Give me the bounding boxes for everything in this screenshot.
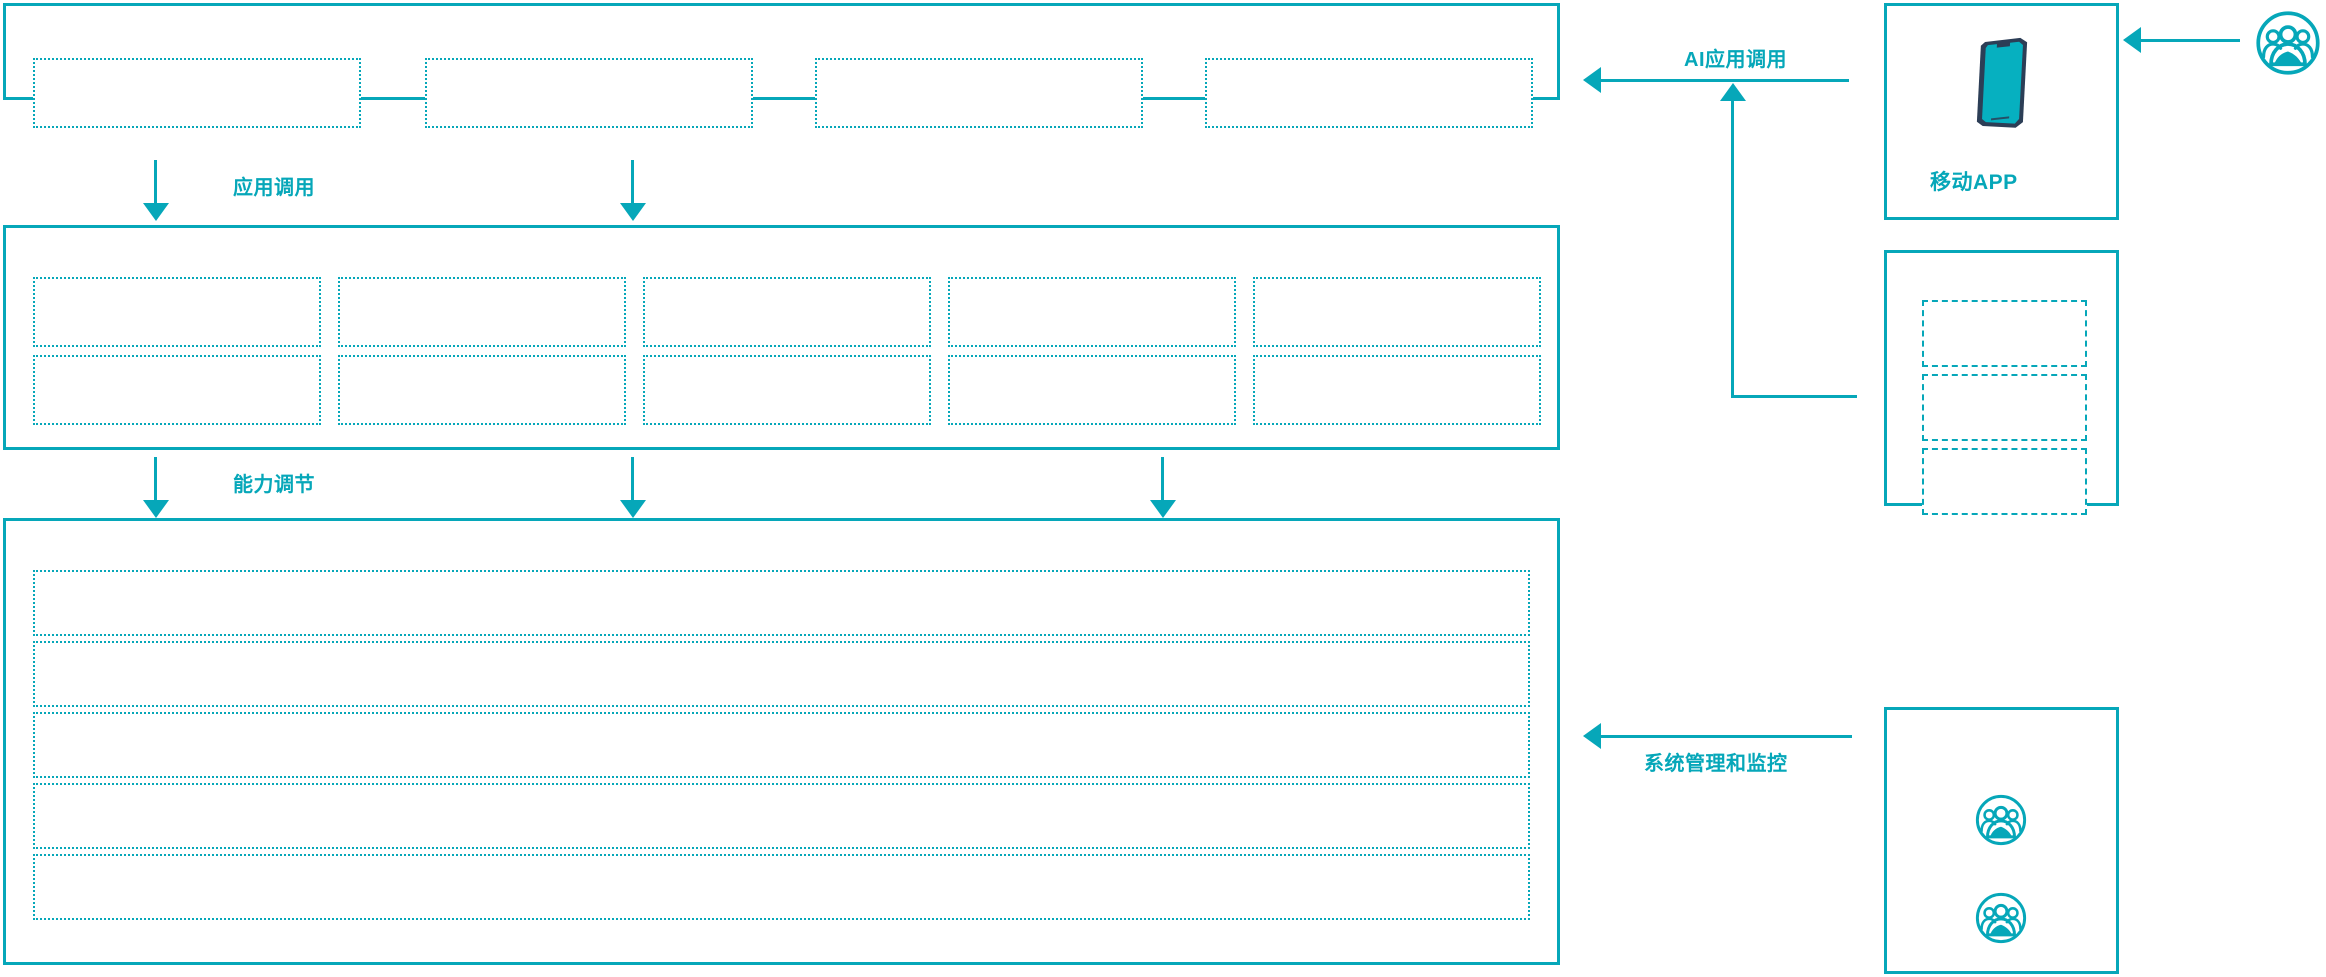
operations-users-group-icon-2 (1974, 891, 2028, 945)
capability-slot-6[interactable] (33, 355, 321, 425)
channel-slot-3[interactable] (1922, 448, 2087, 515)
system-manage-line (1600, 735, 1852, 738)
app-invoke-arrow-right (620, 203, 646, 221)
channel-slot-1[interactable] (1922, 300, 2087, 367)
capability-slot-7[interactable] (338, 355, 626, 425)
capability-adjust-arrow-1 (143, 500, 169, 518)
capability-slot-1[interactable] (33, 277, 321, 347)
end-user-users-group-icon (2254, 9, 2322, 77)
platform-row-5[interactable] (33, 854, 1530, 920)
capability-slot-4[interactable] (948, 277, 1236, 347)
capability-adjust-arrow-2 (620, 500, 646, 518)
capability-adjust-connector-1 (154, 457, 157, 509)
channel-slot-2[interactable] (1922, 374, 2087, 441)
app-invoke-label: 应用调用 (233, 177, 315, 199)
system-manage-label: 系统管理和监控 (1644, 753, 1788, 775)
ai-app-invoke-arrow (1583, 67, 1601, 93)
platform-row-2[interactable] (33, 641, 1530, 707)
ai-app-invoke-line (1600, 79, 1849, 82)
smartphone-icon (1975, 33, 2031, 131)
application-slot-1[interactable] (33, 58, 361, 128)
capability-slot-3[interactable] (643, 277, 931, 347)
capability-adjust-connector-3 (1161, 457, 1164, 509)
system-manage-arrow (1583, 723, 1601, 749)
capability-slot-2[interactable] (338, 277, 626, 347)
end-user-link-arrow (2123, 27, 2141, 53)
app-invoke-connector-left (154, 160, 157, 212)
app-invoke-arrow-left (143, 203, 169, 221)
capability-slot-5[interactable] (1253, 277, 1541, 347)
capability-slot-10[interactable] (1253, 355, 1541, 425)
application-slot-4[interactable] (1205, 58, 1533, 128)
channel-uplink-arrow (1720, 83, 1746, 101)
end-user-link-line (2140, 39, 2240, 42)
ai-app-invoke-label: AI应用调用 (1684, 49, 1787, 71)
platform-row-1[interactable] (33, 570, 1530, 636)
channel-uplink-vertical (1731, 100, 1734, 398)
application-slot-2[interactable] (425, 58, 753, 128)
capability-adjust-connector-2 (631, 457, 634, 509)
channel-uplink-horizontal (1731, 395, 1857, 398)
capability-slot-9[interactable] (948, 355, 1236, 425)
operations-users-group-icon-1 (1974, 793, 2028, 847)
mobile-app-card-label: 移动APP (1930, 171, 2018, 194)
platform-row-3[interactable] (33, 712, 1530, 778)
capability-slot-8[interactable] (643, 355, 931, 425)
app-invoke-connector-right (631, 160, 634, 212)
application-slot-3[interactable] (815, 58, 1143, 128)
capability-adjust-label: 能力调节 (233, 474, 315, 496)
capability-adjust-arrow-3 (1150, 500, 1176, 518)
platform-row-4[interactable] (33, 783, 1530, 849)
